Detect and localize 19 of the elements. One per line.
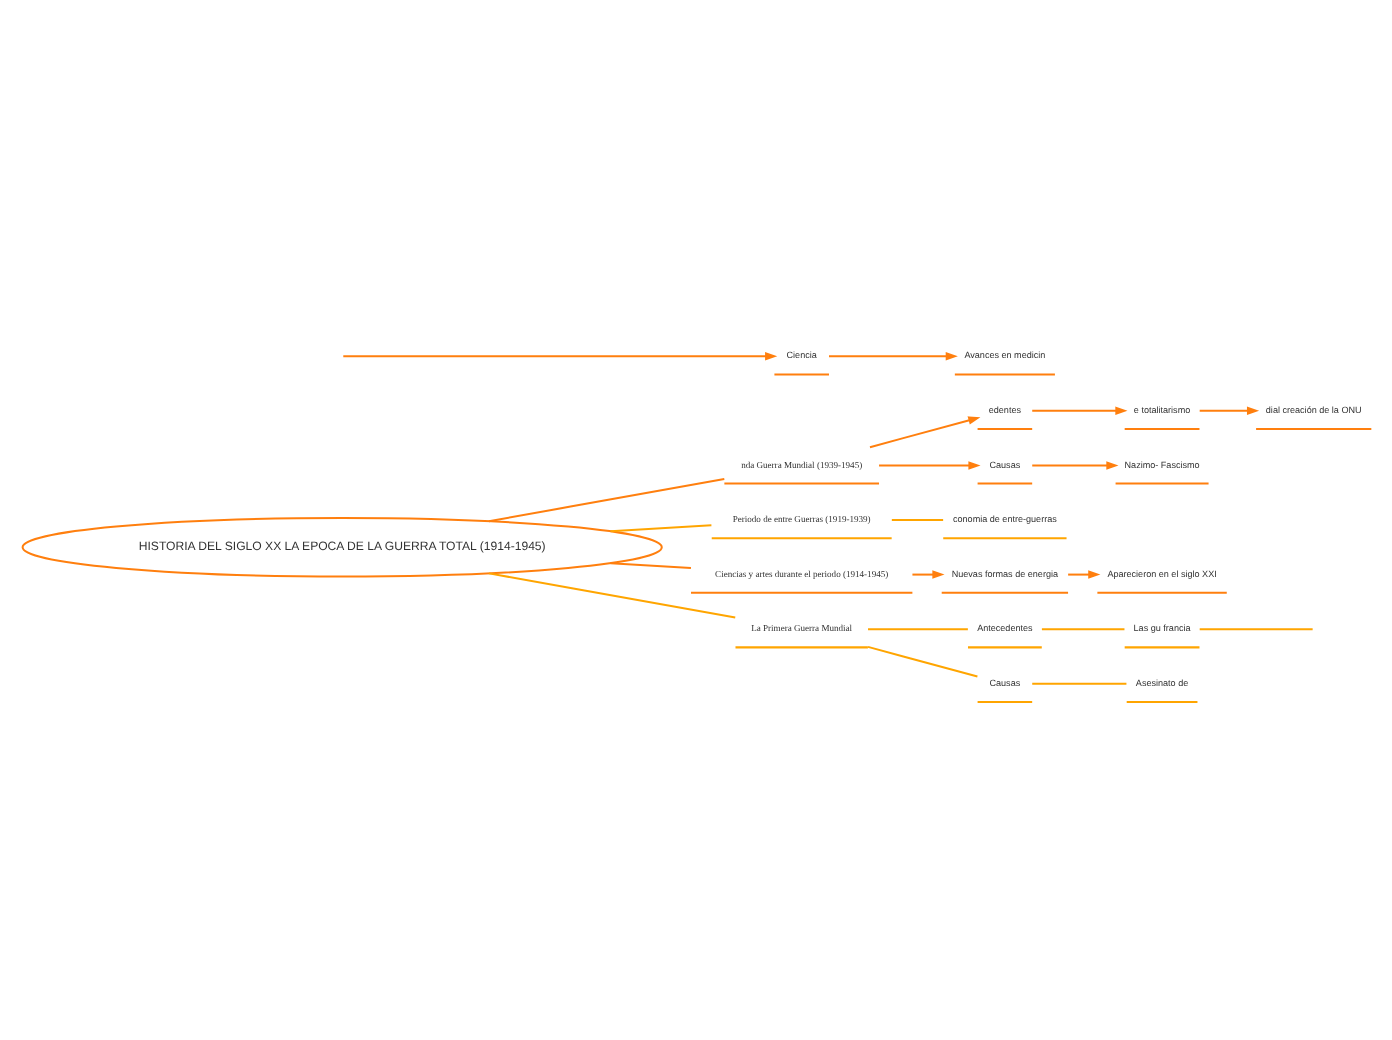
arrow [828, 352, 957, 361]
connector [609, 524, 711, 533]
arrow [1067, 570, 1100, 579]
connector [866, 645, 977, 678]
connector [890, 519, 943, 521]
arrow [1031, 461, 1118, 470]
arrow [868, 416, 980, 449]
connector [1040, 628, 1124, 631]
connector [487, 572, 735, 619]
arrow [1198, 406, 1259, 416]
arrow [342, 352, 777, 361]
connector [1198, 628, 1312, 631]
arrow [1031, 406, 1127, 416]
connector [487, 478, 724, 523]
arrow [911, 570, 944, 579]
connector [1031, 682, 1126, 685]
connector [867, 628, 967, 631]
connector [609, 562, 690, 570]
arrow [878, 461, 980, 470]
